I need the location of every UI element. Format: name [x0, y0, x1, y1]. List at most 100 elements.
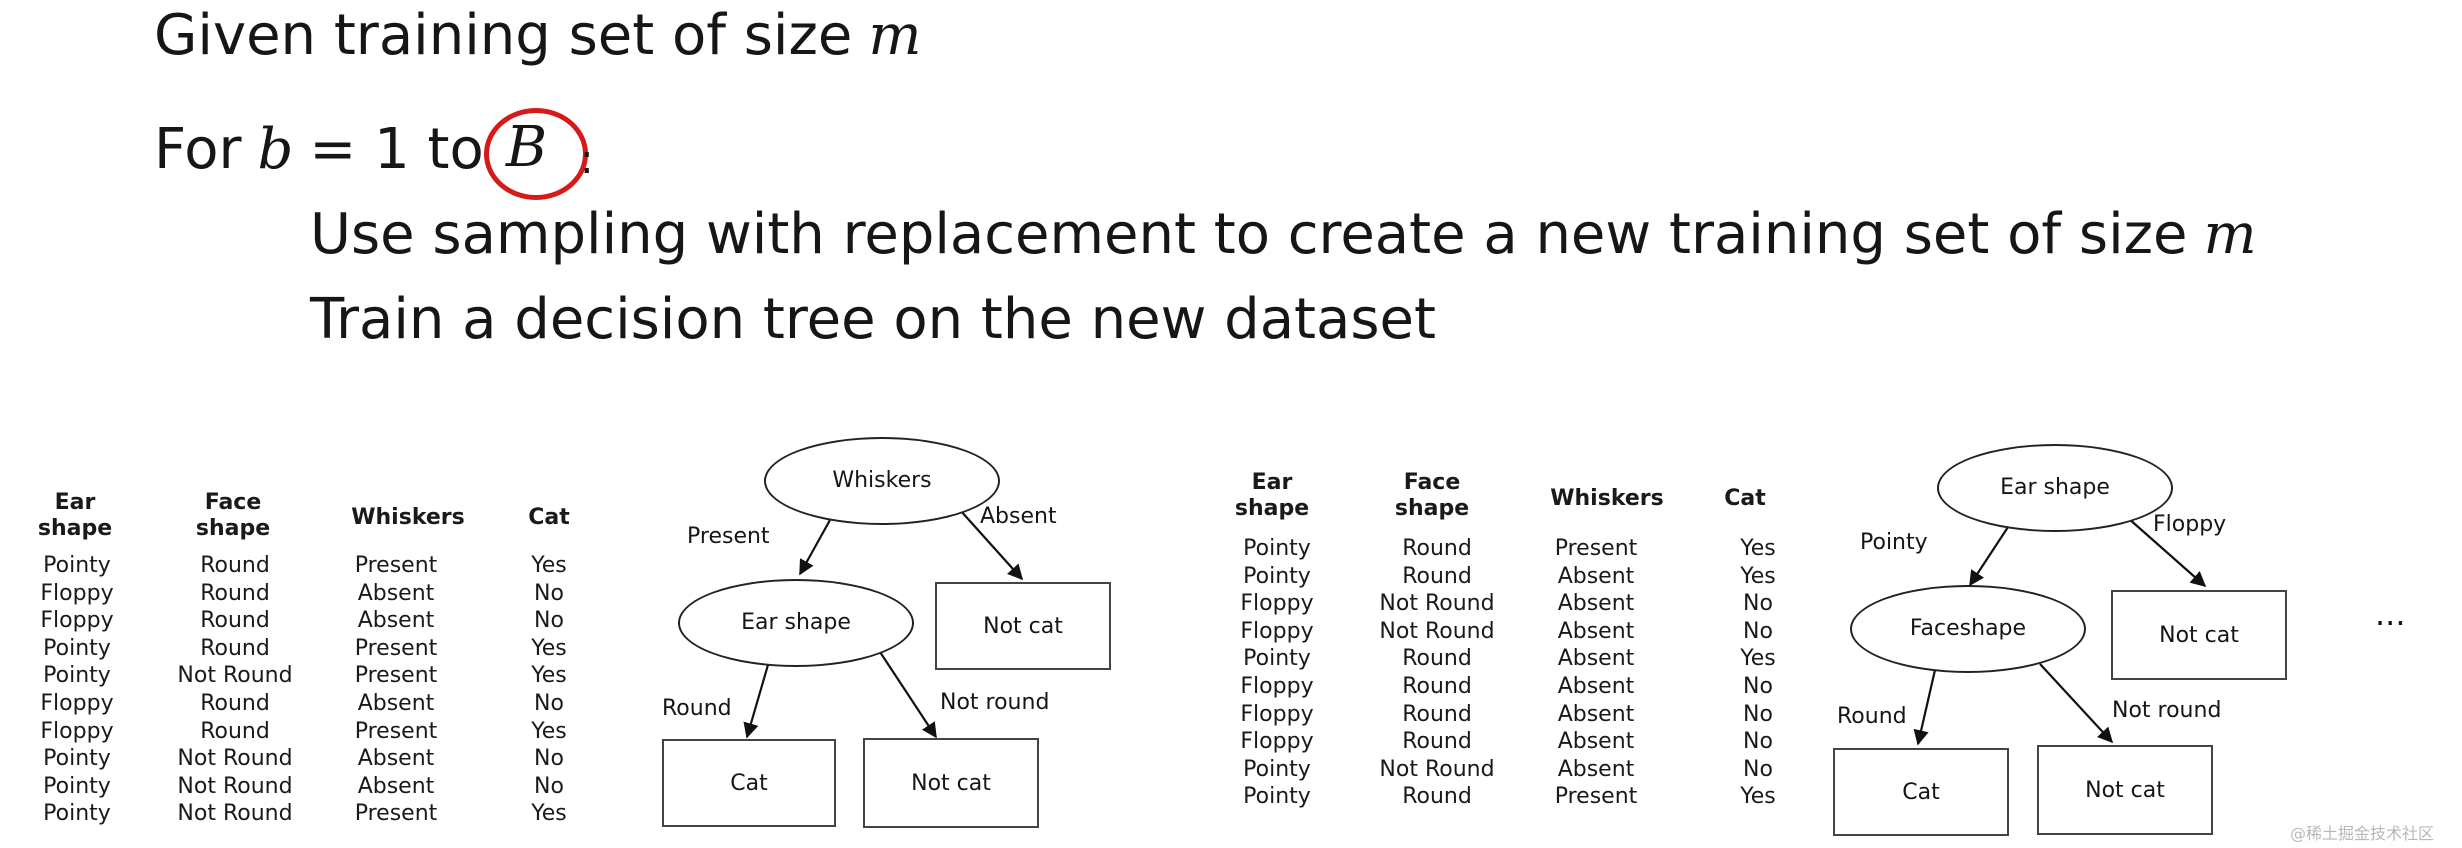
tree-1-root-whiskers: Whiskers	[764, 437, 1000, 525]
tree-2-arrow-round	[1913, 669, 1937, 746]
table-2-cell: Yes	[1740, 536, 1776, 561]
table-2-cell: Not Round	[1379, 618, 1495, 644]
tree-2-edge-pointy: Pointy	[1860, 530, 1928, 555]
table-1-cell: Not Round	[177, 801, 293, 827]
table-2-cell: Absent	[1557, 646, 1635, 672]
table-1-cell: Floppy	[40, 691, 114, 716]
table-1-cell: Round	[200, 608, 270, 634]
table-2-cell: Pointy	[1243, 536, 1311, 561]
tree-1-arrow-present	[799, 519, 831, 576]
table-2-cell: Floppy	[1240, 701, 1314, 727]
table-1-cell: Present	[354, 553, 438, 578]
table-2-cell: No	[1743, 591, 1773, 617]
table-2-cell: Floppy	[1240, 618, 1314, 644]
table-2-cell: Yes	[1740, 646, 1776, 672]
table-1-cell: Absent	[357, 691, 435, 716]
var-b: b	[257, 117, 294, 182]
table-2-cell: Pointy	[1243, 756, 1311, 782]
table-1-cell: Round	[200, 718, 270, 744]
table-1-cell: Not Round	[177, 746, 293, 772]
table-1-cell: No	[534, 580, 564, 606]
table-1-cell: Pointy	[43, 746, 111, 772]
table-2-cell: No	[1743, 756, 1773, 782]
table-1-cell: Pointy	[43, 553, 111, 578]
table-2-cell: Round	[1402, 646, 1472, 672]
watermark: @稀土掘金技术社区	[2290, 824, 2435, 843]
tree-1-edge-not-round: Not round	[940, 690, 1050, 715]
table-1-cell: Not Round	[177, 773, 293, 799]
table-1-cell: Yes	[531, 801, 567, 827]
table-2-cell: Floppy	[1240, 674, 1314, 699]
table-1-cell: Yes	[531, 718, 567, 744]
table-2-cell: Absent	[1557, 674, 1635, 699]
table-1-cell: Round	[200, 635, 270, 661]
tree-1-arrow-not-round	[879, 651, 937, 739]
table-1-cell: Floppy	[40, 580, 114, 606]
table-2-cell: Absent	[1557, 701, 1635, 727]
table-2-cell: Pointy	[1243, 784, 1311, 810]
table-2-cell: Present	[1554, 536, 1638, 561]
algorithm-line-train: Train a decision tree on the new dataset	[310, 292, 1436, 348]
table-2-header-whiskers: Whiskers	[1550, 486, 1664, 511]
table-2-cell: No	[1743, 674, 1773, 699]
train-text: Train a decision tree on the new dataset	[310, 287, 1436, 352]
table-1-cell: Pointy	[43, 663, 111, 689]
red-circle-annotation	[484, 108, 588, 200]
tree-2-root-ear-shape: Ear shape	[1937, 444, 2173, 532]
table-2-cell: Absent	[1557, 591, 1635, 617]
table-2-cell: Round	[1402, 536, 1472, 561]
table-2-cell: Yes	[1740, 784, 1776, 810]
tree-2-arrow-not-round	[2039, 663, 2114, 744]
table-1-cell: No	[534, 746, 564, 772]
table-2-cell: Round	[1402, 674, 1472, 699]
table-2-cell: Round	[1402, 701, 1472, 727]
table-1-cell: Present	[354, 635, 438, 661]
tree-2-leaf-cat: Cat	[1833, 748, 2009, 836]
table-1-cell: Present	[354, 663, 438, 689]
range-text: = 1 to	[309, 117, 484, 182]
table-1-cell: No	[534, 691, 564, 716]
table-2-cell: Pointy	[1243, 563, 1311, 589]
tree-1-arrow-absent	[959, 509, 1024, 581]
tree-2-leaf-not-cat: Not cat	[2037, 745, 2213, 835]
table-1-cell: Yes	[531, 553, 567, 578]
table-1-cell: Absent	[357, 608, 435, 634]
table-1-cell: Yes	[531, 663, 567, 689]
var-m: m	[868, 3, 922, 68]
table-2-cell: Not Round	[1379, 756, 1495, 782]
table-1-cell: Pointy	[43, 773, 111, 799]
tree-1-edge-round: Round	[662, 696, 732, 721]
table-1-cell: No	[534, 773, 564, 799]
sampling-text: Use sampling with replacement to create …	[310, 202, 2188, 267]
table-2-cell: Pointy	[1243, 646, 1311, 672]
table-2-cell: No	[1743, 729, 1773, 755]
tree-1-arrow-round	[743, 657, 772, 739]
table-1-header-whiskers: Whiskers	[351, 505, 465, 530]
table-1-cell: Round	[200, 580, 270, 606]
colon: :	[580, 137, 594, 183]
tree-2-edge-not-round: Not round	[2112, 698, 2222, 723]
tree-2-edge-floppy: Floppy	[2153, 512, 2227, 537]
table-1-cell: Round	[200, 691, 270, 716]
table-2-cell: Absent	[1557, 563, 1635, 589]
tree-1-edge-present: Present	[687, 524, 770, 549]
table-1-cell: Present	[354, 718, 438, 744]
table-2-cell: Floppy	[1240, 591, 1314, 617]
tree-1-leaf-not-cat-absent: Not cat	[935, 582, 1111, 670]
table-1-cell: Not Round	[177, 663, 293, 689]
table-1-header-cat: Cat	[528, 505, 570, 530]
table-1-cell: Present	[354, 801, 438, 827]
tree-1-leaf-not-cat: Not cat	[863, 738, 1039, 828]
table-2-cell: Floppy	[1240, 729, 1314, 755]
table-1-cell: Floppy	[40, 608, 114, 634]
tree-1-leaf-cat: Cat	[662, 739, 836, 827]
table-2-cell: Present	[1554, 784, 1638, 810]
table-1-cell: Absent	[357, 773, 435, 799]
table-2-cell: No	[1743, 701, 1773, 727]
